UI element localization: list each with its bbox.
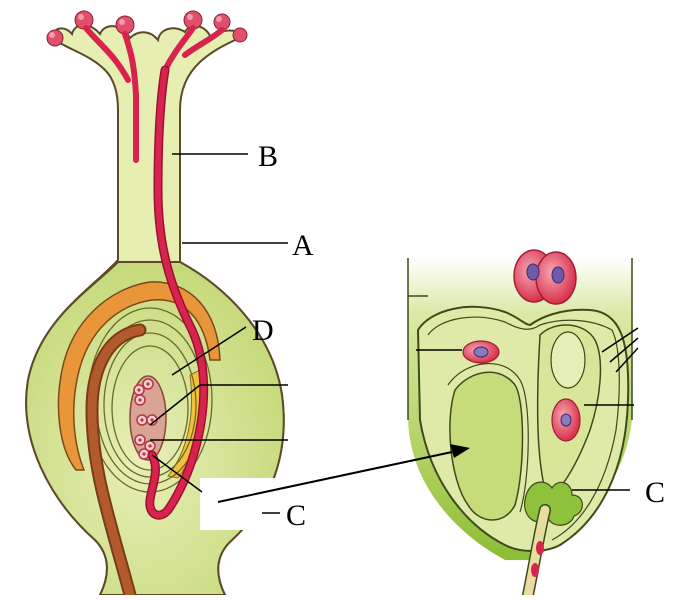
sperm-cells xyxy=(514,250,576,304)
label-b: B xyxy=(258,140,278,173)
right-cell-outline xyxy=(551,332,585,388)
embryo-sac-detail xyxy=(408,250,632,595)
egg-cell-like xyxy=(552,399,580,441)
label-c-right: C xyxy=(645,476,665,509)
blank-label-box xyxy=(200,478,292,530)
label-d: D xyxy=(252,314,274,347)
label-a: A xyxy=(292,229,314,262)
label-c-left: C xyxy=(286,499,306,532)
polar-cell xyxy=(463,341,499,363)
